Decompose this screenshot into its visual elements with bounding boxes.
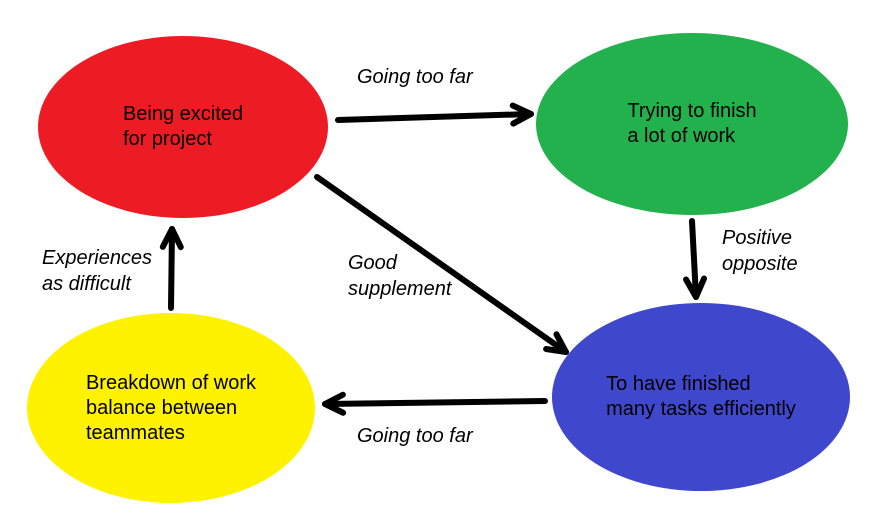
edge-label-trying-to-finished: Positive opposite xyxy=(722,227,798,275)
node-ellipse-finished-tasks xyxy=(552,303,850,491)
edge-label-finished-to-breakdown: Going too far xyxy=(357,425,473,447)
arrow-excited-to-finished xyxy=(314,174,569,355)
arrow-excited-to-trying xyxy=(335,102,534,127)
edge-label-breakdown-to-excited: Experiences as difficult xyxy=(42,247,153,295)
arrow-finished-to-breakdown xyxy=(322,391,548,416)
edge-label-excited-to-finished: Good supplement xyxy=(348,252,452,300)
node-ellipse-trying-to-finish xyxy=(536,33,848,215)
node-ellipse-breakdown xyxy=(27,313,315,503)
arrow-trying-to-finished xyxy=(683,218,708,300)
node-ellipse-being-excited xyxy=(38,36,328,218)
arrow-breakdown-to-excited xyxy=(159,226,184,311)
edge-label-excited-to-trying: Going too far xyxy=(357,66,473,88)
